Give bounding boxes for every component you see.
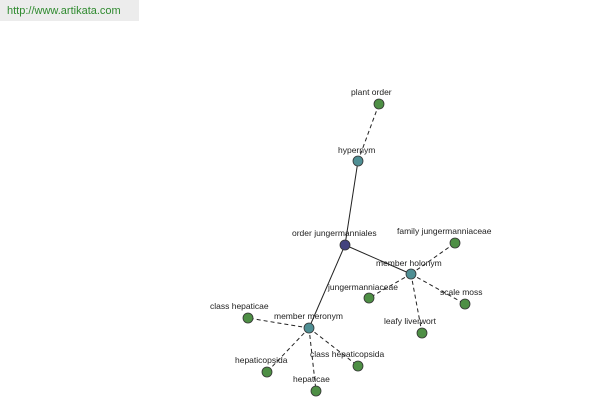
node-marker-family_jung[interactable]: [449, 237, 461, 249]
node-label-jungermanniaceae[interactable]: jungermanniaceae: [327, 282, 398, 292]
node-label-leafy_liverwort[interactable]: leafy liverwort: [384, 316, 437, 326]
node-marker-member_meronym[interactable]: [303, 322, 315, 334]
edge-center-member_meronym: [308, 244, 346, 329]
node-label-hepaticae[interactable]: hepaticae: [293, 374, 330, 384]
node-family_jung[interactable]: family jungermanniaceae: [397, 226, 492, 249]
node-marker-class_hepaticopsida[interactable]: [352, 360, 364, 372]
node-leafy_liverwort[interactable]: leafy liverwort: [384, 316, 437, 339]
node-marker-plant_order[interactable]: [373, 98, 385, 110]
edge-member_holonym-family_jung: [410, 242, 456, 275]
node-plant_order[interactable]: plant order: [351, 87, 392, 110]
edge-hypernym-plant_order: [357, 103, 380, 162]
node-center[interactable]: order jungermanniales: [292, 228, 377, 251]
edge-center-member_holonym: [344, 244, 412, 275]
node-class_hepaticopsida[interactable]: class hepaticopsida: [310, 349, 384, 372]
node-marker-center[interactable]: [339, 239, 351, 251]
node-jungermanniaceae[interactable]: jungermanniaceae: [327, 282, 398, 304]
node-scale_moss[interactable]: scale moss: [440, 287, 483, 310]
edge-member_meronym-hepaticae: [308, 327, 317, 392]
node-label-class_hepaticae[interactable]: class hepaticae: [210, 301, 269, 311]
node-label-class_hepaticopsida[interactable]: class hepaticopsida: [310, 349, 384, 359]
node-label-hypernym[interactable]: hypernym: [338, 145, 375, 155]
node-label-member_holonym[interactable]: member holonym: [376, 258, 442, 268]
edge-member_holonym-jungermanniaceae: [368, 273, 412, 299]
edge-member_meronym-class_hepaticopsida: [308, 327, 359, 367]
node-label-plant_order[interactable]: plant order: [351, 87, 392, 97]
node-member_meronym[interactable]: member meronym: [274, 311, 343, 334]
node-label-scale_moss[interactable]: scale moss: [440, 287, 483, 297]
edge-member_meronym-class_hepaticae: [247, 317, 310, 329]
edge-center-hypernym: [344, 160, 359, 246]
node-marker-scale_moss[interactable]: [459, 298, 471, 310]
edge-member_holonym-leafy_liverwort: [410, 273, 423, 334]
node-hypernym[interactable]: hypernym: [338, 145, 375, 167]
graph-nodes: order jungermanniales hypernym plant order…: [210, 87, 492, 397]
graph-edges: [247, 103, 466, 392]
node-marker-hepaticopsida[interactable]: [261, 366, 273, 378]
edge-member_holonym-scale_moss: [410, 273, 466, 305]
edge-member_meronym-hepaticopsida: [266, 327, 310, 373]
node-label-member_meronym[interactable]: member meronym: [274, 311, 343, 321]
node-hepaticae[interactable]: hepaticae: [293, 374, 330, 397]
node-marker-class_hepaticae[interactable]: [242, 312, 254, 324]
node-marker-leafy_liverwort[interactable]: [416, 327, 428, 339]
node-hepaticopsida[interactable]: hepaticopsida: [235, 355, 288, 378]
node-marker-hypernym[interactable]: [352, 155, 364, 167]
node-marker-jungermanniaceae[interactable]: [363, 292, 375, 304]
node-marker-member_holonym[interactable]: [405, 268, 417, 280]
node-label-center[interactable]: order jungermanniales: [292, 228, 377, 238]
node-label-family_jung[interactable]: family jungermanniaceae: [397, 226, 492, 236]
node-class_hepaticae[interactable]: class hepaticae: [210, 301, 269, 324]
node-member_holonym[interactable]: member holonym: [376, 258, 442, 280]
node-marker-hepaticae[interactable]: [310, 385, 322, 397]
source-url[interactable]: http://www.artikata.com: [0, 0, 139, 21]
node-label-hepaticopsida[interactable]: hepaticopsida: [235, 355, 288, 365]
